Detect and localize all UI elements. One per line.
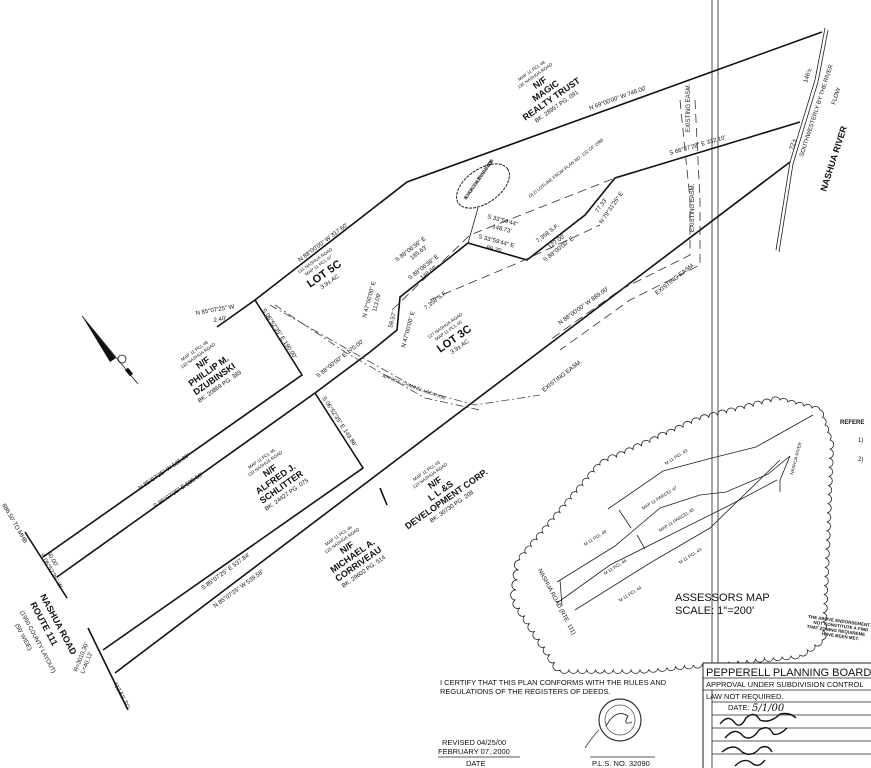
svg-text:OLD LOTLINE FROM PLAN NO. 132: OLD LOTLINE FROM PLAN NO. 132 OF 1988 — [528, 137, 605, 199]
old-lotline — [391, 177, 616, 311]
svg-text:ASSESSORS MAP: ASSESSORS MAP — [675, 592, 770, 604]
easement-cloud — [456, 163, 510, 209]
board-signatures — [719, 712, 797, 767]
svg-text:N 47°00'00" E: N 47°00'00" E — [401, 311, 416, 349]
setback-line — [429, 224, 601, 301]
svg-text:M 11 PCL 43: M 11 PCL 43 — [664, 448, 689, 466]
svg-text:886.50' TO MHB: 886.50' TO MHB — [0, 503, 27, 544]
svg-text:DATE:: DATE: — [728, 703, 750, 712]
svg-text:413.53' TO: 413.53' TO — [111, 681, 130, 710]
svg-text:M 11 PCL 43: M 11 PCL 43 — [678, 547, 703, 565]
lls-boundary-line — [114, 161, 791, 674]
svg-text:72'±: 72'± — [789, 138, 798, 151]
svg-text:EXISTING EASM.: EXISTING EASM. — [655, 262, 697, 297]
svg-text:MAP 11 PARCEL 47: MAP 11 PARCEL 47 — [641, 485, 679, 511]
svg-text:148.73': 148.73' — [491, 224, 511, 235]
parcel-label-schlitter: MAP 11 PCL 46 129 NASHUA ROAD N/F ALFRED… — [247, 447, 311, 512]
svg-text:FEBRUARY 07, 2000: FEBRUARY 07, 2000 — [438, 747, 510, 756]
signature — [584, 729, 600, 749]
assessors-map: M 11 PCL 43 MAP 11 PARCEL 47 MAP 11 PARC… — [510, 396, 835, 674]
inset-line — [559, 579, 563, 607]
channel-line — [269, 304, 541, 406]
svg-text:I CERTIFY THAT THIS PLAN CONFO: I CERTIFY THAT THIS PLAN CONFORMS WITH T… — [440, 678, 667, 687]
svg-text:P.L.S. NO. 32090: P.L.S. NO. 32090 — [592, 759, 650, 768]
svg-text:MAP 11 PARCEL 45: MAP 11 PARCEL 45 — [658, 507, 696, 533]
svg-text:FLOW: FLOW — [831, 87, 842, 106]
svg-text:DATE: DATE — [466, 759, 485, 768]
svg-text:M 11 PCL 46: M 11 PCL 46 — [603, 558, 628, 576]
svg-text:REFERE: REFERE — [840, 420, 864, 426]
endorsement-note: THE ABOVE ENDORSEMENT NOT CONSTITUTE A F… — [806, 614, 870, 641]
svg-text:7,358 S.F.: 7,358 S.F. — [424, 290, 449, 312]
svg-text:146'±: 146'± — [803, 67, 813, 83]
svg-text:5/1/00: 5/1/00 — [752, 703, 785, 714]
river-line — [778, 29, 829, 253]
parcel-label-corriveau: MAP 11 PCL 44 125 NASHUA ROAD N/F MICHAE… — [324, 524, 388, 589]
svg-text:NASHUA RIVER: NASHUA RIVER — [789, 441, 803, 475]
svg-text:113.09': 113.09' — [372, 293, 383, 313]
inset-line — [607, 414, 814, 510]
road-line — [87, 627, 129, 711]
assessors-map-cloud — [510, 396, 835, 674]
references: REFERE 1) 2) — [840, 420, 864, 463]
svg-text:LAW NOT REQUIRED.: LAW NOT REQUIRED. — [706, 692, 784, 701]
lot-label-3c: 127 NASHUA ROAD MAP 11 PCL 45 LOT 3C 3.9… — [427, 311, 474, 356]
svg-text:APPROX. CHANNEL LOCATION: APPROX. CHANNEL LOCATION — [382, 373, 446, 400]
magic-boundary-line — [216, 31, 823, 328]
svg-text:NASHUA RIVER: NASHUA RIVER — [818, 124, 849, 192]
svg-text:M 11 PCL 44: M 11 PCL 44 — [618, 585, 643, 603]
svg-text:1): 1) — [858, 438, 863, 444]
svg-text:2.40': 2.40' — [213, 316, 227, 324]
svg-text:N 88°00'00" W 889.00': N 88°00'00" W 889.00' — [558, 286, 610, 326]
svg-text:99.25': 99.25' — [485, 245, 502, 255]
svg-text:HAVE BEEN MET.: HAVE BEEN MET. — [822, 631, 860, 641]
planning-board-block: PEPPERELL PLANNING BOARD APPROVAL UNDER … — [702, 662, 871, 768]
road-line — [24, 531, 68, 599]
parcel-label-magic: MAP 11 PCL 48 135 NASHUA ROAD N/F MAGIC … — [517, 59, 583, 124]
svg-text:58.57': 58.57' — [388, 311, 398, 328]
surveyor-seal-icon — [598, 698, 642, 742]
svg-text:REVISED 04/25/00: REVISED 04/25/00 — [442, 738, 506, 747]
easement-pointer — [467, 207, 479, 244]
channel-line — [274, 304, 481, 411]
schlitter-boundary-line — [102, 392, 365, 651]
dzubinski-boundary-line — [42, 299, 304, 558]
svg-text:REGULATIONS OF THE REGISTERS O: REGULATIONS OF THE REGISTERS OF DEEDS. — [440, 687, 611, 696]
easement-line — [559, 99, 701, 351]
parcel-label-dzubinski: MAP 11 PCL 48 133 NASHUA ROAD N/F PHILLI… — [180, 339, 244, 404]
easement-line — [549, 99, 691, 341]
certification: I CERTIFY THAT THIS PLAN CONFORMS WITH T… — [438, 678, 667, 768]
inset-line — [618, 509, 632, 529]
svg-text:FILL GRADE ACCESS & UTILITY EA: FILL GRADE ACCESS & UTILITY EASEMENT 13,… — [463, 158, 495, 201]
inset-line — [636, 534, 646, 550]
svg-text:EXISTING EASM.: EXISTING EASM. — [542, 359, 584, 394]
svg-text:2): 2) — [858, 457, 863, 463]
parcel-label-lls: MAP 11 PCL 43 123 NASHUA ROAD N/F L L &S… — [403, 459, 489, 531]
inset-line — [779, 455, 791, 492]
north-arrow-icon — [81, 315, 139, 385]
svg-text:APPROVAL UNDER SUBDIVISION CON: APPROVAL UNDER SUBDIVISION CONTROL — [706, 680, 864, 689]
svg-text:NASHUA ROAD (RTE. 111): NASHUA ROAD (RTE. 111) — [536, 568, 576, 636]
svg-text:N 85°07'25" W: N 85°07'25" W — [195, 304, 235, 317]
svg-text:EXISTING EASM.: EXISTING EASM. — [686, 83, 692, 132]
inset-line — [556, 455, 791, 583]
svg-text:PEPPERELL PLANNING BOARD: PEPPERELL PLANNING BOARD — [706, 667, 871, 679]
inset-line — [574, 459, 781, 611]
svg-text:EXISTING EASM.: EXISTING EASM. — [690, 183, 696, 232]
svg-text:S 06°52'35" E 149.86': S 06°52'35" E 149.86' — [320, 396, 357, 448]
annotations: 7,358 S.F. 7,358 S.F. OLD LOTLINE FROM P… — [13, 83, 849, 674]
svg-text:SCALE: 1"=200': SCALE: 1"=200' — [675, 605, 754, 617]
tick-line — [379, 487, 388, 506]
inset-line — [556, 479, 778, 604]
svg-text:M 11 PCL 48: M 11 PCL 48 — [583, 529, 608, 547]
river-line — [775, 27, 826, 251]
